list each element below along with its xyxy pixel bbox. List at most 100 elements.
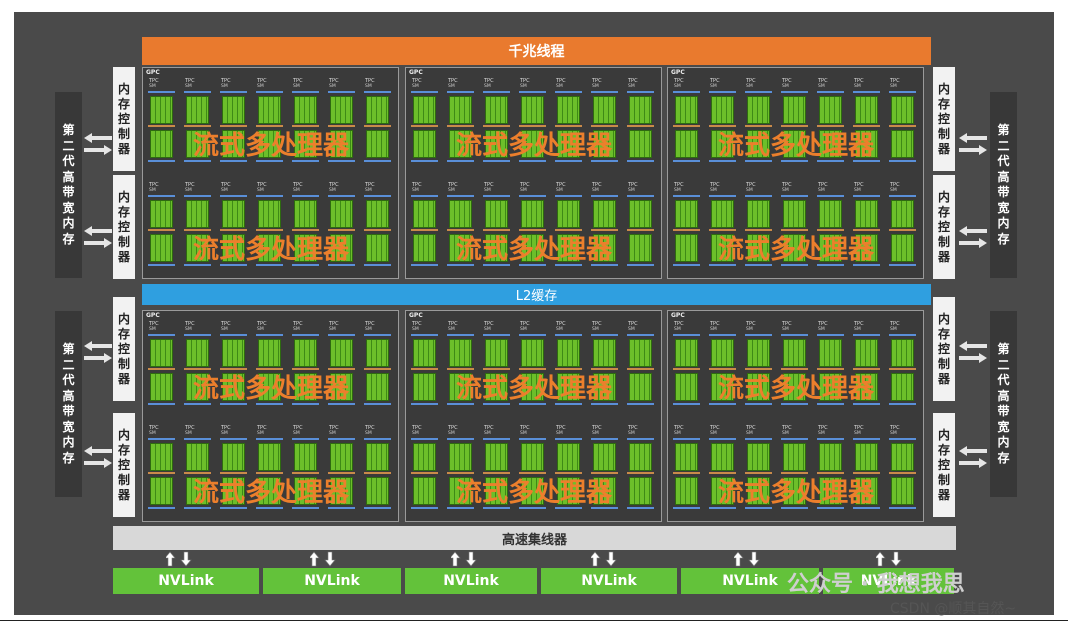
tpc-label: TPC [448, 182, 458, 188]
sm-bus-line [555, 160, 582, 162]
sm-tiny-label: SM [782, 327, 789, 332]
tpc-label: TPC [890, 182, 900, 188]
sm-bus-line [256, 507, 283, 509]
sm-cache-line [364, 229, 391, 231]
sm-cache-line [519, 229, 546, 231]
sm-bus-line [411, 507, 438, 509]
high-speed-hub-label: 高速集线器 [501, 532, 567, 548]
sm-cache-line [256, 125, 283, 127]
cuda-core-bank [747, 443, 770, 471]
sm-cache-line [411, 472, 438, 474]
sm-cache-line [889, 125, 916, 127]
hbm2-memory-char: 高 [62, 169, 75, 184]
sm-bus-line [745, 438, 772, 440]
tpc-label: TPC [592, 321, 602, 327]
tpc-label: TPC [818, 425, 828, 431]
sm-tiny-label: SM [854, 431, 861, 436]
memory-controller-char: 存 [937, 326, 950, 341]
cuda-core-bank [294, 373, 317, 401]
tpc-label: TPC [674, 182, 684, 188]
sm-cache-line [709, 368, 736, 370]
cuda-core-bank [521, 339, 544, 367]
cuda-core-bank [675, 130, 698, 158]
sm-tiny-label: SM [257, 431, 264, 436]
sm-bus-line [673, 403, 700, 405]
hbm2-memory-char: 第 [62, 342, 75, 356]
sm-bus-line [519, 264, 546, 266]
streaming-multiprocessor-label: 流式多处理器 [455, 131, 612, 161]
cuda-core-bank [593, 96, 616, 124]
cuda-core-bank [711, 339, 734, 367]
tpc-label: TPC [556, 321, 566, 327]
cuda-core-bank [711, 373, 734, 401]
sm-tiny-label: SM [890, 188, 897, 193]
sm-tiny-label: SM [782, 84, 789, 89]
sm-bus-line [447, 438, 474, 440]
cuda-core-bank [366, 234, 389, 262]
cuda-core-bank [891, 477, 914, 505]
sm-cache-line [853, 472, 880, 474]
tpc-label: TPC [484, 321, 494, 327]
sm-bus-line [256, 438, 283, 440]
sm-bus-line [184, 438, 211, 440]
cuda-core-bank [258, 96, 281, 124]
nvlink-port: NVLink [823, 568, 954, 594]
cuda-core-bank [521, 477, 544, 505]
streaming-multiprocessor-label: 流式多处理器 [192, 374, 349, 404]
gpc-label: GPC [409, 312, 423, 319]
sm-bus-line [220, 264, 247, 266]
bidirectional-arrow-icon [959, 446, 987, 468]
hbm2-memory-char: 代 [997, 373, 1010, 387]
hbm2-memory-char: 内 [997, 435, 1010, 449]
cuda-core-bank [150, 96, 173, 124]
tpc-label: TPC [412, 425, 422, 431]
cuda-core-bank [629, 477, 652, 505]
sm-cache-line [220, 229, 247, 231]
cuda-core-bank [891, 200, 914, 228]
memory-controller-char: 器 [937, 141, 950, 156]
hbm2-memory-char: 内 [62, 435, 75, 449]
memory-controller-char: 器 [117, 487, 130, 502]
sm-bus-line [328, 507, 355, 509]
memory-controller-char: 器 [117, 141, 130, 156]
sm-tiny-label: SM [448, 327, 455, 332]
tpc-label: TPC [412, 321, 422, 327]
sm-bus-line [483, 264, 510, 266]
sm-tiny-label: SM [520, 431, 527, 436]
tpc-label: TPC [329, 425, 339, 431]
sm-bus-line [709, 91, 736, 93]
sm-cache-line [411, 368, 438, 370]
sm-bus-line [447, 334, 474, 336]
memory-controller-char: 存 [937, 204, 950, 219]
sm-bus-line [555, 438, 582, 440]
sm-cache-line [627, 368, 654, 370]
sm-bus-line [709, 507, 736, 509]
memory-controller: 内存控制器 [933, 175, 955, 279]
sm-tiny-label: SM [628, 188, 635, 193]
sm-tiny-label: SM [329, 431, 336, 436]
tpc-label: TPC [628, 182, 638, 188]
tpc-label: TPC [257, 425, 267, 431]
sm-bus-line [745, 264, 772, 266]
cuda-core-bank [675, 443, 698, 471]
tpc-label: TPC [365, 425, 375, 431]
cuda-core-bank [783, 443, 806, 471]
memory-controller-char: 制 [117, 234, 130, 249]
sm-tiny-label: SM [520, 188, 527, 193]
sm-bus-line [184, 160, 211, 162]
sm-bus-line [745, 403, 772, 405]
